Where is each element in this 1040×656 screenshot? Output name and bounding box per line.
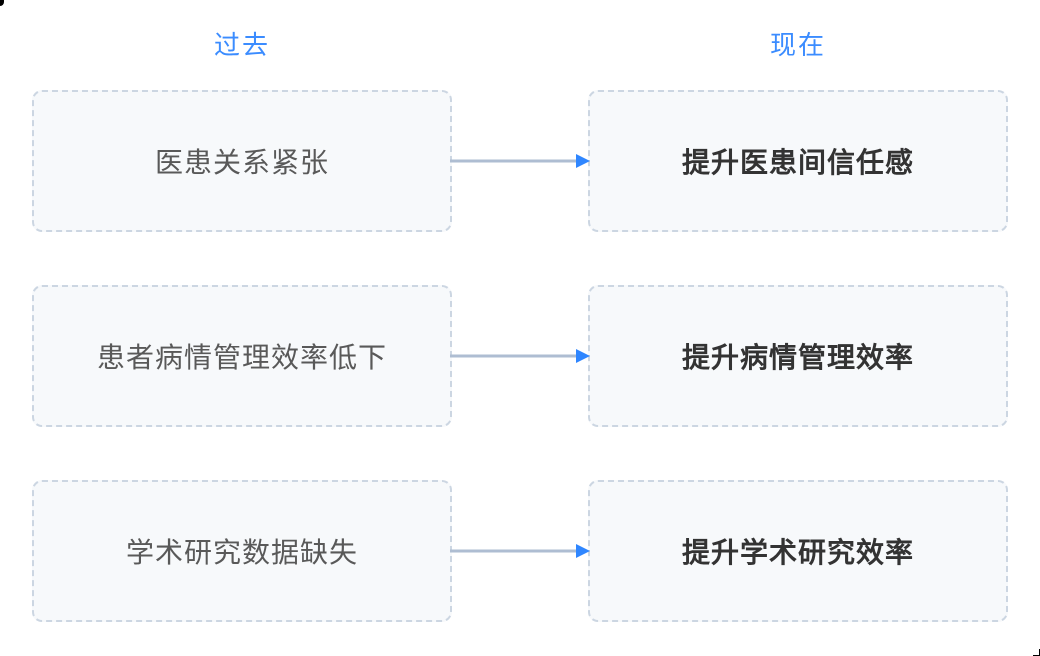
past-box-label: 学术研究数据缺失 (125, 537, 358, 568)
arrow-right-icon (450, 348, 590, 364)
comparison-row: 医患关系紧张 提升医患间信任感 (0, 90, 1040, 232)
screen-corner-artifact-top-left (0, 0, 4, 6)
past-box-label: 医患关系紧张 (154, 147, 329, 178)
present-box-label: 提升病情管理效率 (681, 342, 914, 373)
column-header-present: 现在 (769, 30, 826, 60)
past-box-label: 患者病情管理效率低下 (96, 342, 387, 373)
screen-corner-artifact-bottom-right (1033, 649, 1040, 656)
past-box: 学术研究数据缺失 (32, 480, 452, 622)
arrow-right-icon (450, 153, 590, 169)
arrow-right-icon (450, 543, 590, 559)
column-header-past: 过去 (213, 30, 270, 60)
present-box: 提升学术研究效率 (588, 480, 1008, 622)
present-box-label: 提升医患间信任感 (681, 147, 914, 178)
present-box: 提升医患间信任感 (588, 90, 1008, 232)
past-box: 医患关系紧张 (32, 90, 452, 232)
past-box: 患者病情管理效率低下 (32, 285, 452, 427)
present-box-label: 提升学术研究效率 (681, 537, 914, 568)
comparison-row: 患者病情管理效率低下 提升病情管理效率 (0, 285, 1040, 427)
comparison-row: 学术研究数据缺失 提升学术研究效率 (0, 480, 1040, 622)
present-box: 提升病情管理效率 (588, 285, 1008, 427)
